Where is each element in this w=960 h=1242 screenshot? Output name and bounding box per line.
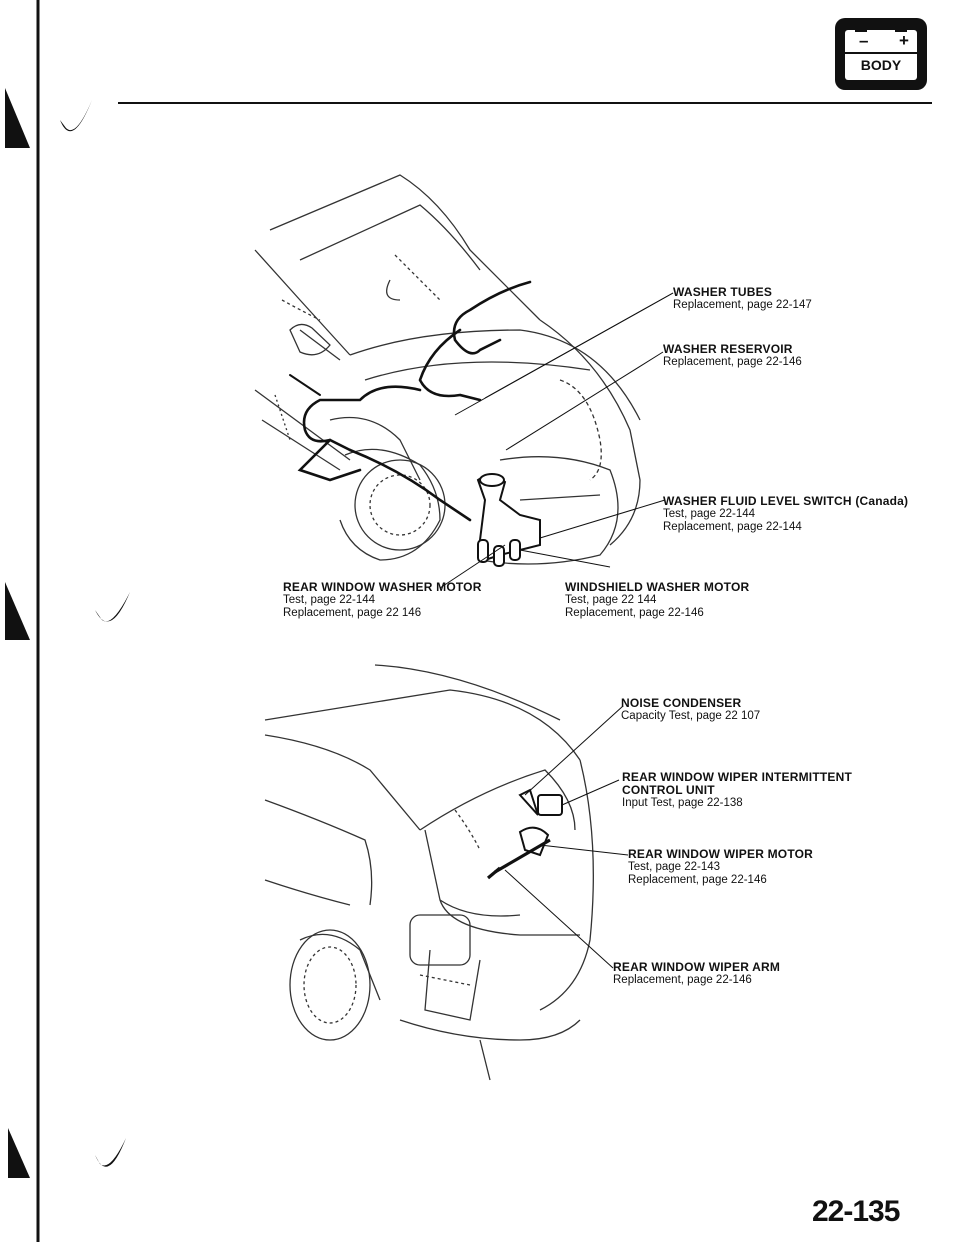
label-title: NOISE CONDENSER (621, 696, 742, 710)
label-rear-wiper-motor: REAR WINDOW WIPER MOTOR Test, page 22-14… (628, 848, 813, 887)
label-line: Input Test, page 22-138 (622, 797, 743, 809)
label-washer-reservoir: WASHER RESERVOIR Replacement, page 22-14… (663, 343, 802, 369)
label-line: Replacement, page 22-146 (565, 607, 704, 619)
label-title: REAR WINDOW WASHER MOTOR (283, 580, 482, 594)
label-line: Replacement, page 22-146 (628, 874, 767, 886)
label-title: WASHER RESERVOIR (663, 342, 793, 356)
label-rear-window-washer-motor: REAR WINDOW WASHER MOTOR Test, page 22-1… (283, 581, 482, 620)
label-line: Replacement, page 22-146 (613, 974, 752, 986)
label-line: Test, page 22-144 (283, 594, 376, 606)
label-title: WASHER TUBES (673, 285, 773, 299)
label-title-line2: CONTROL UNIT (622, 783, 715, 797)
label-line: Capacity Test, page 22 107 (621, 710, 761, 722)
label-rear-wiper-arm: REAR WINDOW WIPER ARM Replacement, page … (613, 961, 780, 987)
front-leader-lines (439, 292, 674, 589)
page-number: 22-135 (812, 1195, 900, 1228)
label-line: Replacement, page 22 146 (283, 607, 422, 619)
washer-tubes-part (289, 280, 532, 522)
badge-plus: + (899, 31, 909, 50)
rear-leader-lines (504, 705, 629, 969)
body-section-badge: – + BODY (835, 18, 927, 90)
rear-wiper-parts (486, 788, 563, 880)
label-line: Replacement, page 22-144 (663, 521, 802, 533)
label-title: WASHER FLUID LEVEL SWITCH (Canada) (663, 494, 909, 508)
label-rear-wiper-control-unit: REAR WINDOW WIPER INTERMITTENT CONTROL U… (622, 771, 852, 810)
label-line: Test, page 22 144 (565, 594, 657, 606)
front-car-illustration (254, 174, 641, 565)
left-binding-rule (5, 0, 40, 1242)
badge-minus: – (859, 31, 869, 50)
label-line: Replacement, page 22-147 (673, 299, 812, 311)
label-washer-tubes: WASHER TUBES Replacement, page 22-147 (673, 286, 812, 312)
battery-icon: – + BODY (845, 24, 917, 80)
label-title: REAR WINDOW WIPER MOTOR (628, 847, 814, 861)
label-title: REAR WINDOW WIPER INTERMITTENT (622, 770, 852, 784)
badge-text: BODY (860, 57, 902, 73)
label-title: WINDSHIELD WASHER MOTOR (565, 580, 750, 594)
label-line: Test, page 22-143 (628, 861, 721, 873)
rear-car-illustration (264, 664, 594, 1081)
label-line: Replacement, page 22-146 (663, 356, 802, 368)
label-line: Test, page 22-144 (663, 508, 756, 520)
label-washer-fluid-level-switch: WASHER FLUID LEVEL SWITCH (Canada) Test,… (663, 495, 908, 534)
label-windshield-washer-motor: WINDSHIELD WASHER MOTOR Test, page 22 14… (565, 581, 749, 620)
label-noise-condenser: NOISE CONDENSER Capacity Test, page 22 1… (621, 697, 760, 723)
label-title: REAR WINDOW WIPER ARM (613, 960, 781, 974)
check-mark-icons (60, 100, 130, 1167)
